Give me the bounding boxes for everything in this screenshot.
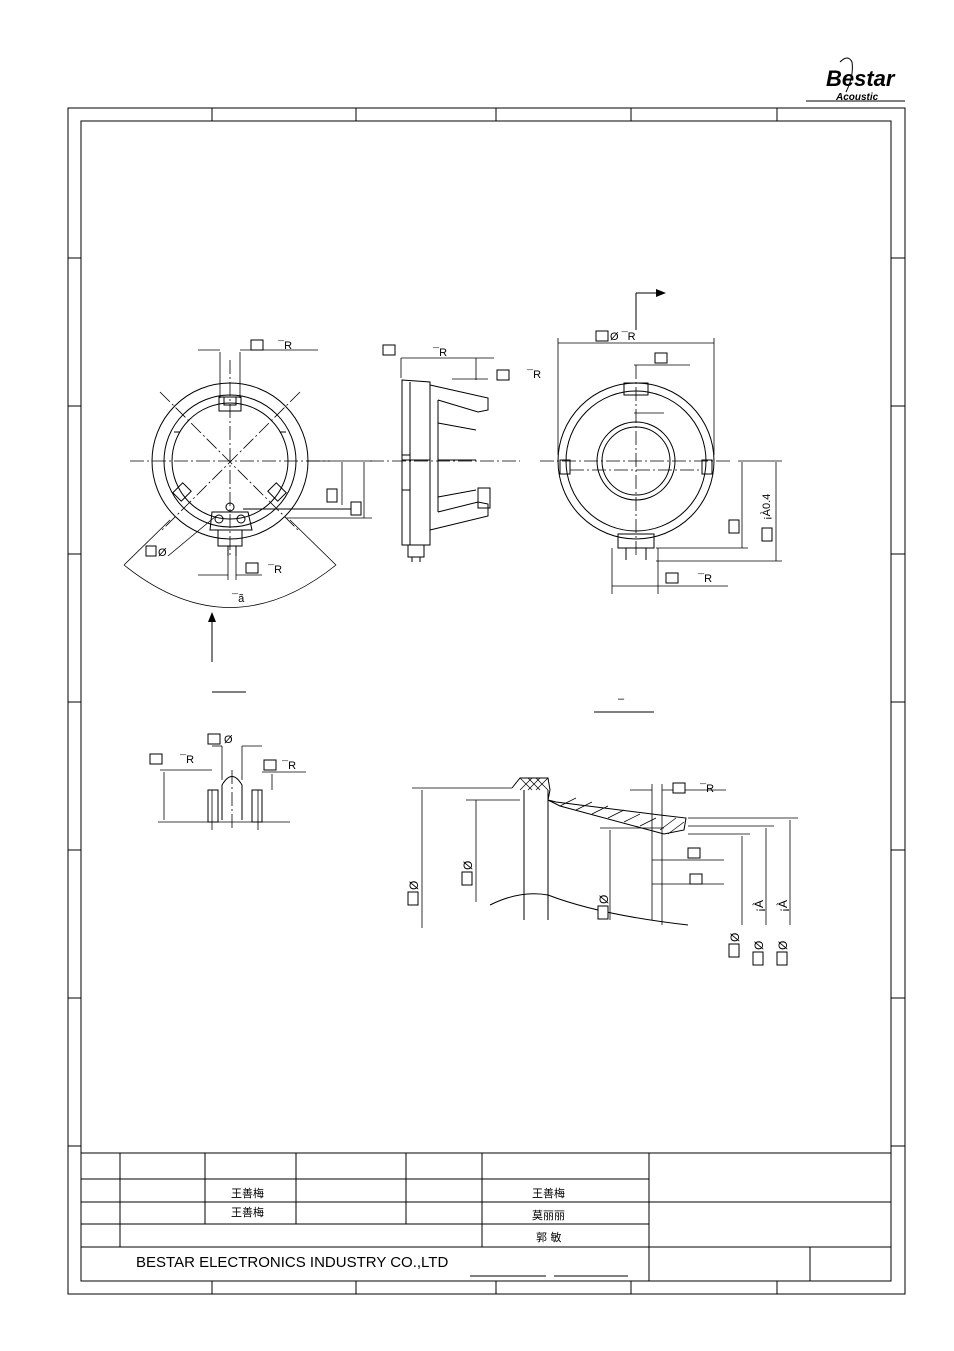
front-view: Ø ¯R ¡À0.4 ¯R –	[540, 289, 782, 713]
bottom-view: ¯R ¯R Ø ¯ã	[123, 339, 372, 693]
title-block: 王善梅 王善梅 王善梅 莫丽丽 郭 敏 BESTAR ELECTRONICS I…	[81, 1152, 891, 1281]
dim-front-a04: ¡À0.4	[760, 494, 773, 520]
designer-2: 王善梅	[231, 1205, 264, 1219]
dim-sec-phi1: Ø	[407, 881, 421, 890]
dim-bottom-r: ¯R	[267, 564, 282, 576]
dim-front-bottom-r: ¯R	[697, 573, 712, 585]
dim-left-phi: Ø	[158, 547, 167, 559]
checker-name: 王善梅	[532, 1186, 565, 1200]
view-mark: –	[618, 693, 625, 705]
company-name: BESTAR ELECTRONICS INDUSTRY CO.,LTD	[136, 1254, 448, 1271]
drawing-frame	[67, 107, 906, 1295]
bestar-logo: Bestar Acoustic	[806, 57, 905, 103]
pin-detail: ¯R Ø ¯R	[149, 733, 306, 830]
approver-name: 郭 敏	[536, 1230, 562, 1244]
dim-top-r: ¯R	[277, 340, 292, 352]
dim-sec-phi6: Ø	[776, 941, 790, 950]
section-detail: Ø Ø Ø ¯R Ø ¡À Ø ¡À Ø	[407, 777, 798, 966]
logo-sub: Acoustic	[835, 92, 879, 103]
designer-1: 王善梅	[231, 1186, 264, 1200]
dim-angle-a: ¯ã	[231, 593, 245, 605]
dim-side-r2: ¯R	[526, 369, 541, 381]
side-view: ¯R ¯R	[370, 344, 541, 562]
dim-sec-r: ¯R	[699, 783, 714, 795]
dim-pin-r2: ¯R	[281, 760, 296, 772]
dim-pin-phi: Ø	[224, 734, 233, 746]
dim-sec-phi5: Ø	[752, 941, 766, 950]
dim-sec-phi4: Ø	[728, 933, 742, 942]
dim-sec-phi2: Ø	[461, 861, 475, 870]
dim-sec-a1: ¡À	[751, 900, 766, 912]
dim-pin-r1: ¯R	[179, 754, 194, 766]
dim-front-phi-r: Ø ¯R	[610, 331, 636, 343]
dim-side-r1: ¯R	[432, 347, 447, 359]
logo-brand: Bestar	[826, 66, 896, 91]
reviewer-name: 莫丽丽	[532, 1209, 565, 1222]
dim-sec-a2: ¡À	[775, 900, 790, 912]
dim-sec-phi3: Ø	[597, 895, 611, 904]
